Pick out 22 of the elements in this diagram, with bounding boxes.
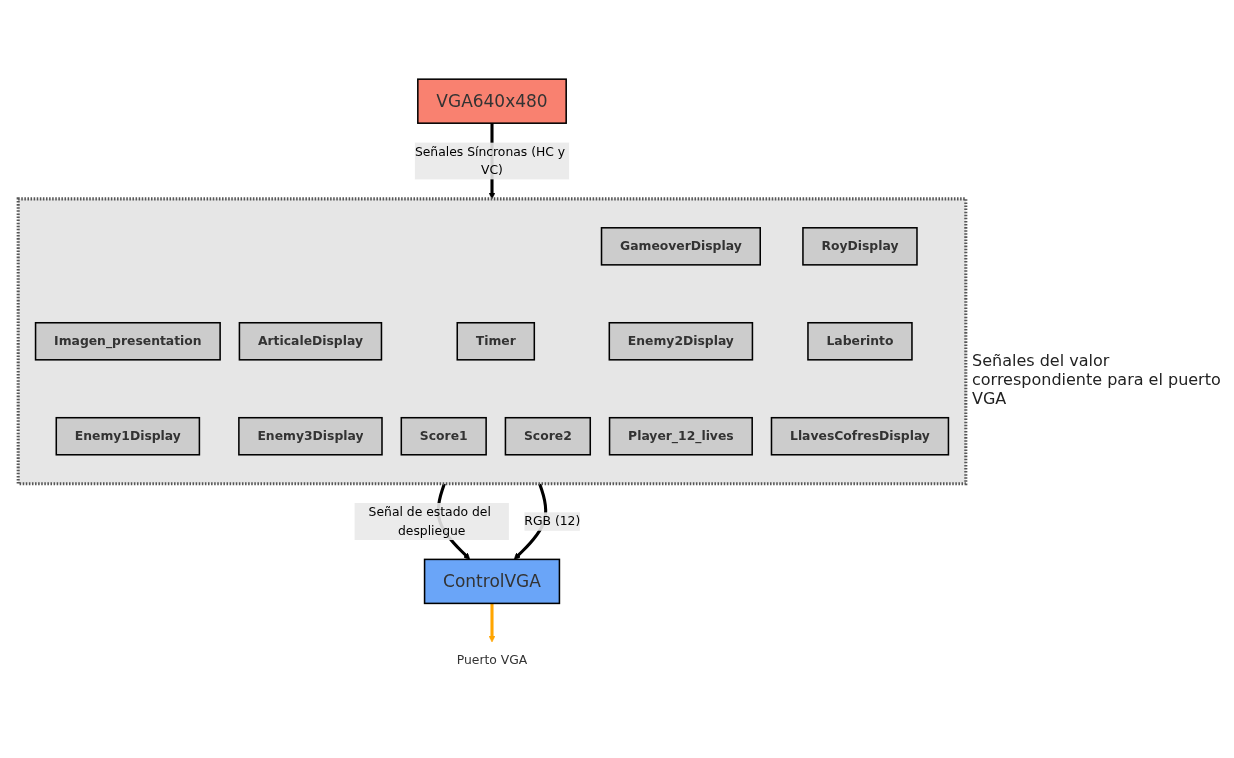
- node-box: ControlVGA: [423, 558, 561, 605]
- arrow: [488, 603, 496, 643]
- edge-label: Señal de estado del despliegue: [368, 504, 491, 538]
- cluster: [16, 197, 968, 486]
- node-text: Puerto VGA: [456, 652, 528, 668]
- node-box: Enemy2Display: [608, 321, 754, 361]
- note-text: Señales del valor correspondiente para el puerto VGA: [972, 350, 1222, 408]
- node-box: Score1: [400, 416, 487, 456]
- node-box: Laberinto: [807, 321, 913, 361]
- node-box: VGA640x480: [417, 78, 567, 124]
- edge-label: Señales Síncronas (HC y VC): [414, 143, 566, 178]
- node-box: ArticaleDisplay: [238, 321, 383, 361]
- node-box: RoyDisplay: [802, 226, 918, 266]
- node-box: Score2: [504, 416, 592, 456]
- node-box: Enemy3Display: [238, 416, 383, 456]
- node-box: Imagen_presentation: [34, 321, 221, 361]
- node-box: GameoverDisplay: [600, 226, 761, 266]
- node-box: LlavesCofresDisplay: [770, 416, 950, 456]
- node-box: Enemy1Display: [55, 416, 201, 456]
- node-box: Player_12_lives: [608, 416, 753, 456]
- node-box: Timer: [456, 321, 536, 361]
- edge-label: RGB (12): [524, 513, 581, 529]
